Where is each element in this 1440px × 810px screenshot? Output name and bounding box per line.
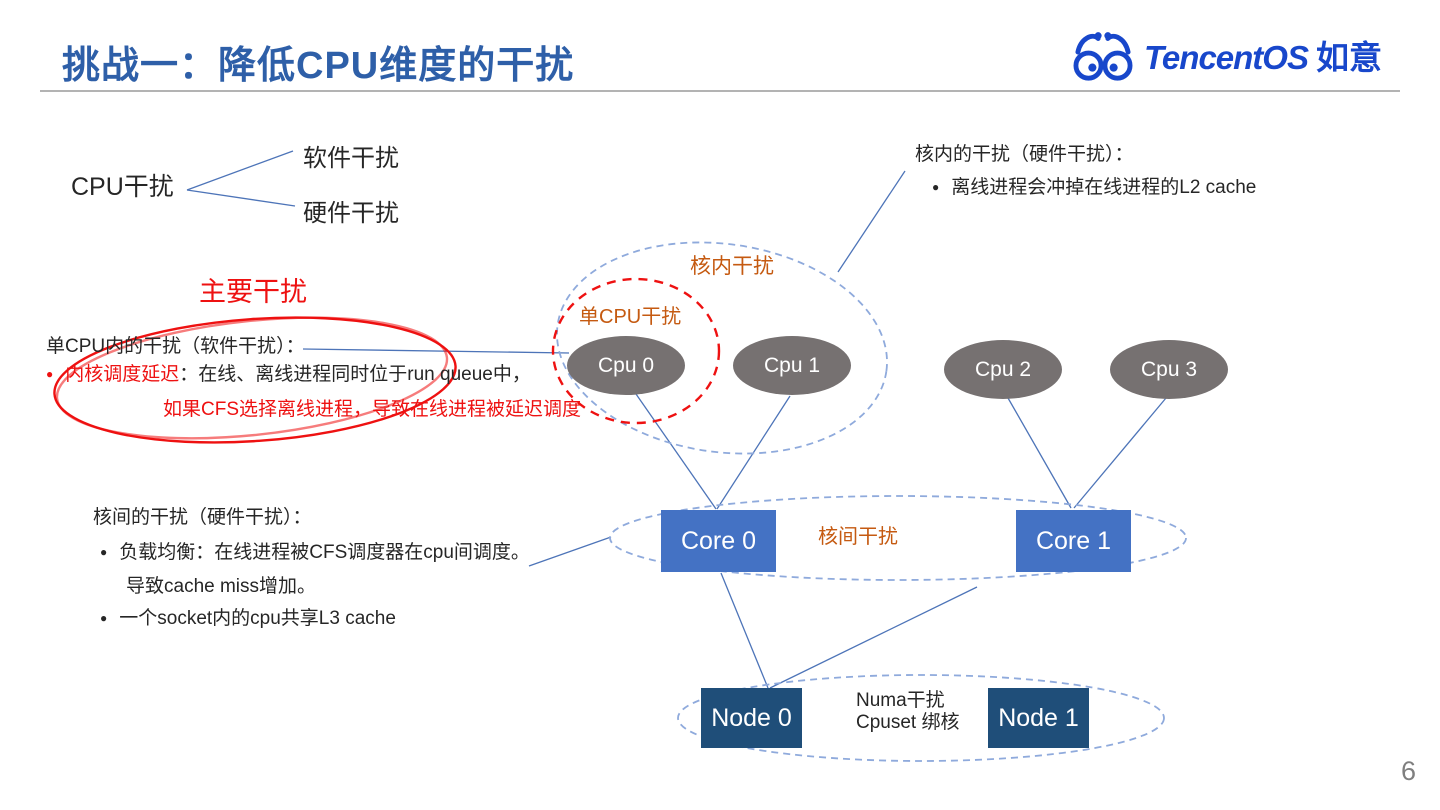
cpu3-ellipse: Cpu 3 [1110,340,1228,399]
single-cpu-note-heading: 单CPU内的干扰（软件干扰）： [46,336,305,357]
connector-cpu2-core1 [1007,397,1072,509]
inter-core-group-ellipse [609,495,1187,581]
logo-brand-text: TencentOS [1144,39,1309,76]
cpu1-ellipse: Cpu 1 [733,336,851,395]
single-cpu-bullet-desc: ：在线、离线进程同时位于run queue中， [179,364,531,385]
inter-core-bullet1-text: 负载均衡：在线进程被CFS调度器在cpu间调度。 [119,542,530,563]
single-cpu-bullet-term: 内核调度延迟 [65,364,180,385]
inter-core-group-label: 核间干扰 [818,526,898,548]
numa-group-ellipse [677,674,1165,762]
tree-branch-hardware-label: 硬件干扰 [303,200,399,227]
main-interference-label: 主要干扰 [199,277,307,307]
leader-intra-core-note [837,170,906,273]
inter-core-note-heading: 核间的干扰（硬件干扰）： [93,507,312,528]
connector-core1-node0 [769,586,978,689]
inter-core-note-bullet1-line2: 导致cache miss增加。 [126,576,317,597]
branch-line-hardware [186,189,296,207]
leader-inter-core-note [528,536,612,567]
intra-core-group-label: 核内干扰 [690,255,774,278]
page-number: 6 [1400,756,1416,786]
tree-root-label: CPU干扰 [71,173,174,201]
bullet-icon: ● [46,367,54,381]
tree-branch-software-label: 软件干扰 [303,145,399,172]
leader-single-cpu-to-cpu0 [302,348,570,354]
intra-core-note-bullet: ● 离线进程会冲掉在线进程的L2 cache [932,176,1256,199]
header-divider [40,90,1400,92]
inter-core-bullet2-text: 一个socket内的cpu共享L3 cache [119,608,396,629]
main-interference-emphasis-ellipse-stroke2 [55,316,449,440]
bullet-icon: ● [932,180,940,194]
intra-core-note-bullet-text: 离线进程会冲掉在线进程的L2 cache [951,177,1257,198]
single-cpu-note-bullet: ● 内核调度延迟：在线、离线进程同时位于run queue中， [46,363,531,386]
bullet-icon: ● [100,545,108,559]
node0-box: Node 0 [701,688,802,748]
single-cpu-highlight-circle [551,277,721,425]
cpu0-ellipse: Cpu 0 [567,336,685,395]
numa-label: Numa干扰 Cpuset 绑核 [856,690,959,734]
numa-label-line2: Cpuset 绑核 [856,712,960,733]
single-cpu-group-label: 单CPU干扰 [579,306,682,328]
intra-core-note-heading: 核内的干扰（硬件干扰）： [915,144,1134,165]
connector-core0-node0 [720,572,769,689]
core0-box: Core 0 [661,510,776,572]
branch-line-software [186,150,294,191]
connector-cpu0-core0 [635,393,717,510]
tencentos-penguin-icon [1073,32,1133,81]
bullet-icon: ● [100,611,108,625]
core1-box: Core 1 [1016,510,1131,572]
inter-core-note-bullet1: ● 负载均衡：在线进程被CFS调度器在cpu间调度。 [100,541,530,564]
numa-label-line1: Numa干扰 [856,690,945,711]
logo-suffix-text: 如意 [1315,39,1382,76]
connector-cpu3-core1 [1073,397,1167,509]
page-title: 挑战一：降低CPU维度的干扰 [62,45,575,87]
node1-box: Node 1 [988,688,1089,748]
cpu2-ellipse: Cpu 2 [944,340,1062,399]
single-cpu-bullet-desc-line2: 如果CFS选择离线进程，导致在线进程被延迟调度 [163,399,582,420]
main-interference-emphasis-ellipse [53,316,457,444]
inter-core-note-bullet2: ● 一个socket内的cpu共享L3 cache [100,607,396,630]
